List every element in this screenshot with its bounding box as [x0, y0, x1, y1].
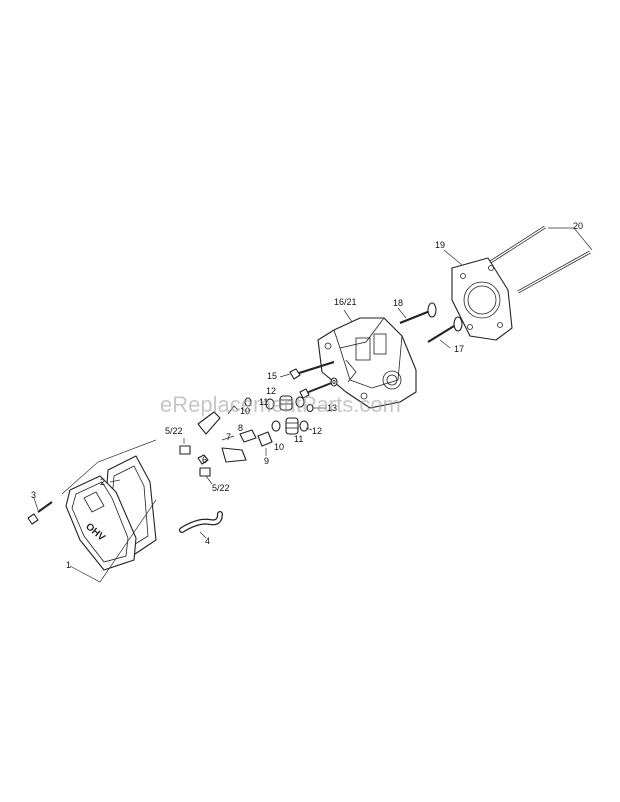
callout-10-upper: 10 [240, 406, 250, 416]
cover-group-outline [61, 439, 157, 583]
rocker-cover-part-1: OHV [65, 475, 137, 571]
head-gasket-part-19 [443, 249, 513, 341]
head-bolt-secondary [299, 381, 335, 399]
callout-15: 15 [267, 371, 277, 381]
callout-10-lower: 10 [274, 442, 284, 452]
valve-part-18 [397, 302, 437, 325]
retainer-part-13 [306, 403, 326, 413]
callout-9: 9 [264, 456, 269, 466]
callout-4: 4 [205, 536, 210, 546]
cylinder-head-part-16-21 [317, 309, 417, 409]
head-bolt-part-15 [279, 360, 335, 380]
callout-7: 7 [226, 432, 231, 442]
callout-12-lower: 12 [312, 426, 322, 436]
adjuster-part-5-22-top [179, 438, 191, 455]
watermark-text: eReplacementParts.com [160, 392, 401, 417]
rocker-pivot-part-8 [239, 429, 257, 443]
callout-labels: 1 2 3 4 5/22 5/22 6 7 8 9 10 10 11 11 12… [31, 221, 583, 570]
valve-part-17 [427, 316, 463, 349]
callout-18: 18 [393, 298, 403, 308]
callout-1: 1 [66, 560, 71, 570]
callout-8: 8 [238, 423, 243, 433]
callout-5-22-bottom: 5/22 [212, 483, 230, 493]
callout-19: 19 [435, 240, 445, 250]
washer-part-11 [244, 397, 252, 407]
callout-13: 13 [327, 403, 337, 413]
callout-2: 2 [100, 477, 105, 487]
callout-6: 6 [202, 455, 207, 465]
callout-3: 3 [31, 490, 36, 500]
washer [330, 377, 338, 387]
cover-bolt-part-3 [27, 497, 53, 525]
valve-spring-lower [271, 417, 313, 435]
breather-tube-part-4 [179, 511, 223, 539]
adjuster-part-5-22-bottom [199, 467, 213, 485]
callout-11-upper: 11 [259, 397, 268, 407]
rocker-arm-part-7 [197, 411, 247, 463]
callout-20: 20 [573, 221, 583, 231]
pin-part-10-upper [227, 405, 239, 415]
callout-12-upper: 12 [266, 386, 276, 396]
callout-16-21: 16/21 [334, 297, 357, 307]
valve-spring-upper [265, 395, 305, 411]
push-rod-guide-part-9 [257, 431, 273, 456]
callout-11-lower: 11 [294, 434, 303, 444]
nut-part-6 [197, 454, 209, 465]
callout-5-22-top: 5/22 [165, 426, 183, 436]
callout-17: 17 [454, 344, 464, 354]
